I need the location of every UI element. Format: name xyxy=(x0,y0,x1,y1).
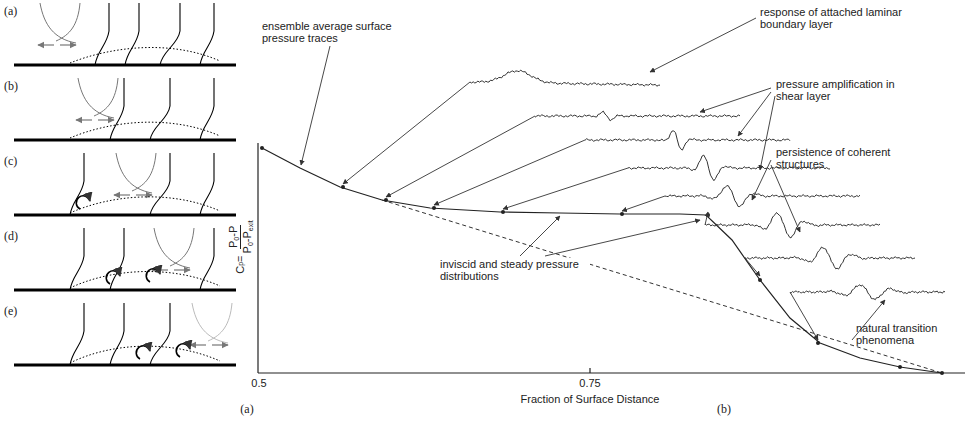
axis-title: Fraction of Surface Distance xyxy=(470,393,710,405)
axes xyxy=(258,143,965,373)
pressure-trace xyxy=(705,213,880,238)
fraction: P0-PP0-Pexit xyxy=(227,220,254,253)
data-point xyxy=(758,278,762,282)
disturbance-profile xyxy=(116,153,156,193)
vortex xyxy=(106,271,120,284)
annotation: pressure amplification in shear layer xyxy=(776,78,916,102)
tick-label: 0.75 xyxy=(575,377,605,389)
annotation: ensemble average surface pressure traces xyxy=(262,20,402,44)
pressure-trace xyxy=(745,247,915,269)
velocity-profile xyxy=(110,78,124,140)
velocity-profile xyxy=(200,3,214,65)
data-point xyxy=(341,185,345,189)
data-point xyxy=(432,206,436,210)
velocity-profile xyxy=(95,3,109,65)
flow-arrow xyxy=(98,119,114,120)
numerator: P0-P xyxy=(227,225,241,249)
data-point xyxy=(384,198,388,202)
subfigure-caption: (a) xyxy=(232,402,262,416)
pressure-curve xyxy=(262,148,942,373)
trace-arrows xyxy=(343,82,818,340)
velocity-profile xyxy=(200,78,214,140)
data-point xyxy=(898,365,902,369)
axis-label-part: C xyxy=(234,266,246,274)
flow-arrow xyxy=(212,344,228,345)
annotation: persistence of coherent structures xyxy=(776,146,906,170)
disturbance-profile xyxy=(40,3,80,43)
vortex xyxy=(76,196,90,209)
pressure-trace xyxy=(470,70,660,86)
panel-letter: (a) xyxy=(4,4,34,18)
velocity-profile xyxy=(150,153,170,215)
velocity-profile xyxy=(70,228,84,290)
velocity-profile xyxy=(110,303,124,365)
wall xyxy=(14,139,236,142)
axis-label-part: -P xyxy=(227,226,239,237)
disturbance-profile xyxy=(192,303,232,343)
separation-streamline xyxy=(70,48,220,63)
panel-letter: (e) xyxy=(4,304,34,318)
axis-label-part: 0 xyxy=(247,242,254,246)
panel-letter: (d) xyxy=(4,229,34,243)
pressure-trace xyxy=(665,186,860,207)
axis-label-part: p xyxy=(237,262,244,266)
vortex xyxy=(136,346,150,359)
velocity-profile xyxy=(150,78,170,140)
data-point xyxy=(816,341,820,345)
axis-label-part: 0 xyxy=(233,237,240,241)
wall xyxy=(14,364,236,367)
panel-letter: (b) xyxy=(4,79,34,93)
disturbance-profile xyxy=(154,228,194,268)
annotation: response of attached laminar boundary la… xyxy=(760,6,910,30)
vortex xyxy=(146,269,160,282)
velocity-profile xyxy=(125,3,139,65)
velocity-profile xyxy=(200,153,214,215)
velocity-profile xyxy=(160,3,180,65)
leader-lines xyxy=(301,18,885,340)
denominator: P0-Pexit xyxy=(241,220,254,253)
flow-arrow xyxy=(114,194,130,195)
axis-label-part: P xyxy=(241,246,253,253)
flow-arrow xyxy=(174,269,190,270)
data-point xyxy=(260,146,264,150)
flow-arrow xyxy=(136,194,152,195)
annotation: natural transition phenomena xyxy=(856,322,956,346)
pressure-trace xyxy=(790,285,945,300)
disturbance-profile xyxy=(78,78,118,118)
data-point xyxy=(620,212,624,216)
separation-streamline xyxy=(70,197,220,213)
separation-streamline xyxy=(70,122,220,138)
axis-label-part: P xyxy=(227,241,239,248)
separation-streamline xyxy=(70,346,220,363)
velocity-profile xyxy=(150,303,170,365)
flow-arrow xyxy=(76,119,92,120)
panel-letter: (c) xyxy=(4,154,34,168)
axis-label-part: exit xyxy=(247,220,254,231)
y-axis-label: Cp=P0-PP0-Pexit xyxy=(225,197,255,297)
curve-points xyxy=(260,146,944,375)
velocity-profile xyxy=(110,228,124,290)
tick-label: 0.5 xyxy=(244,377,274,389)
pressure-trace xyxy=(535,111,740,121)
subfigure-caption: (b) xyxy=(709,402,739,416)
annotation: inviscid and steady pressure distributio… xyxy=(440,258,590,282)
wall xyxy=(14,214,236,217)
vortex xyxy=(176,344,190,357)
velocity-profile xyxy=(200,228,214,290)
flow-arrow xyxy=(38,44,54,45)
boundary-layer-panels xyxy=(14,3,236,365)
separation-streamline xyxy=(70,272,220,288)
flow-arrow xyxy=(60,44,76,45)
data-point xyxy=(940,371,944,375)
flow-arrow xyxy=(190,344,206,345)
axis-label-part: -P xyxy=(241,231,253,242)
velocity-profile xyxy=(70,303,84,365)
wall xyxy=(14,289,236,292)
axis-label-part: = xyxy=(234,255,246,261)
data-point xyxy=(501,210,505,214)
pressure-trace xyxy=(585,131,790,150)
